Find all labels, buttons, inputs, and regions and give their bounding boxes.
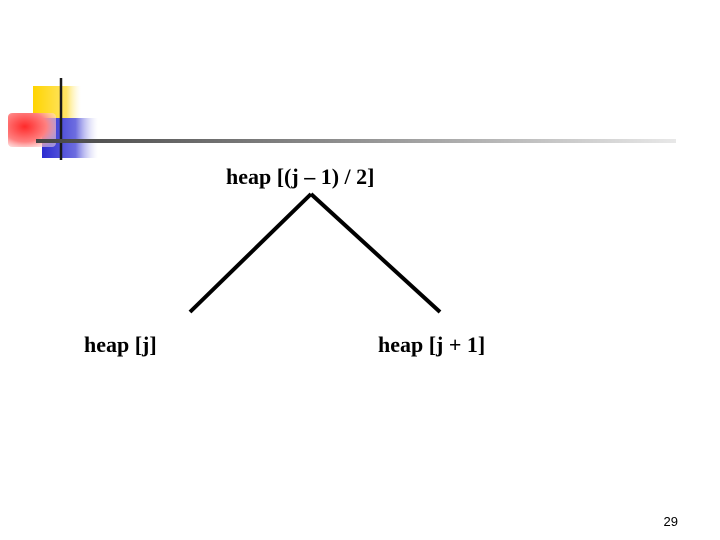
page-number: 29 xyxy=(663,514,678,529)
red-logo-square xyxy=(8,113,56,147)
root-node-label: heap [(j – 1) / 2] xyxy=(226,164,375,189)
right-edge xyxy=(309,192,442,314)
left-edge xyxy=(188,192,313,314)
right-child-label: heap [j + 1] xyxy=(378,332,486,357)
title-rule-line xyxy=(36,139,676,143)
left-child-label: heap [j] xyxy=(84,332,157,357)
